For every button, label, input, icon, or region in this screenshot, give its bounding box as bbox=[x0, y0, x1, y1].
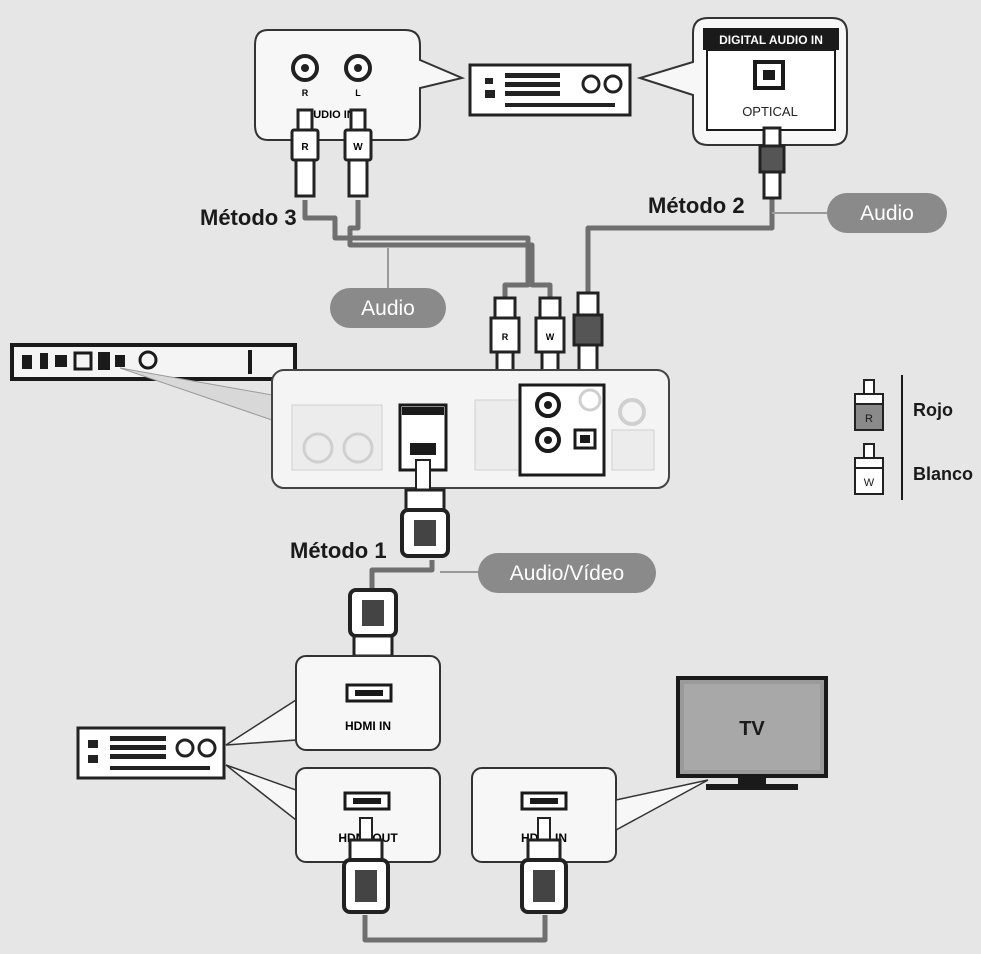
callout-pointer-hdmi-in bbox=[225, 698, 297, 746]
audio-tag-right: Audio bbox=[827, 193, 947, 233]
legend-white-label: Blanco bbox=[913, 464, 973, 484]
rca-cable bbox=[302, 200, 531, 300]
receiver-hdmi-in-callout: HDMI IN bbox=[295, 655, 441, 751]
hdmi-cable-method1 bbox=[369, 560, 435, 592]
optical-port-icon bbox=[753, 60, 785, 90]
tv-hdmi-in-callout: HDMI IN bbox=[471, 767, 617, 863]
callout-pointer-tv bbox=[615, 779, 709, 832]
hdmi-port-icon bbox=[410, 443, 436, 455]
leader-lines bbox=[387, 212, 830, 573]
top-receiver bbox=[468, 63, 632, 117]
legend-red-letter: R bbox=[865, 413, 873, 425]
hdmi-plug-player bbox=[400, 459, 450, 558]
legend-red-plug-icon: R bbox=[854, 379, 884, 431]
method-2-label: Método 2 bbox=[648, 193, 745, 218]
method-1-label: Método 1 bbox=[290, 538, 387, 563]
bottom-receiver bbox=[76, 726, 226, 780]
audio-in-label: AUDIO IN bbox=[305, 109, 355, 121]
legend-white-plug-icon: W bbox=[854, 443, 884, 495]
legend-red-label: Rojo bbox=[913, 400, 953, 420]
player-back-panel bbox=[271, 369, 670, 489]
audio-video-tag-text: Audio/Vídeo bbox=[510, 562, 624, 585]
rca-plugs-top: R W bbox=[290, 108, 373, 198]
hdmi-plugs-bottom bbox=[342, 817, 568, 914]
jack-r-label: R bbox=[302, 88, 309, 98]
player-plug-r-label: R bbox=[502, 332, 509, 342]
tv-set: TV bbox=[676, 676, 828, 790]
hdmi-cable-bottom bbox=[362, 915, 548, 943]
player-plug-w-label: W bbox=[546, 332, 555, 342]
tv-label: TV bbox=[739, 718, 765, 740]
rca-plugs-player: R W bbox=[489, 291, 604, 377]
digital-audio-in-callout: DIGITAL AUDIO IN OPTICAL bbox=[636, 17, 848, 146]
receiver-hdmi-in-label: HDMI IN bbox=[345, 719, 391, 733]
optical-label: OPTICAL bbox=[742, 104, 798, 119]
method-3-label: Método 3 bbox=[200, 205, 297, 230]
legend: R Rojo W Blanco bbox=[854, 375, 973, 500]
plug-r-label: R bbox=[301, 142, 309, 153]
rca-cable-white bbox=[347, 200, 553, 300]
audio-tag-left: Audio bbox=[330, 288, 446, 328]
audio-tag-left-text: Audio bbox=[361, 297, 415, 320]
audio-tag-right-text: Audio bbox=[860, 202, 914, 225]
digital-audio-in-label: DIGITAL AUDIO IN bbox=[719, 33, 823, 47]
callout-pointer-hdmi-out bbox=[225, 764, 297, 822]
plug-w-label: W bbox=[353, 142, 363, 153]
jack-l-label: L bbox=[355, 88, 361, 98]
blu-ray-player bbox=[10, 343, 297, 381]
optical-plug-top bbox=[758, 126, 786, 200]
legend-white-letter: W bbox=[864, 477, 875, 489]
audio-video-tag: Audio/Vídeo bbox=[478, 553, 656, 593]
